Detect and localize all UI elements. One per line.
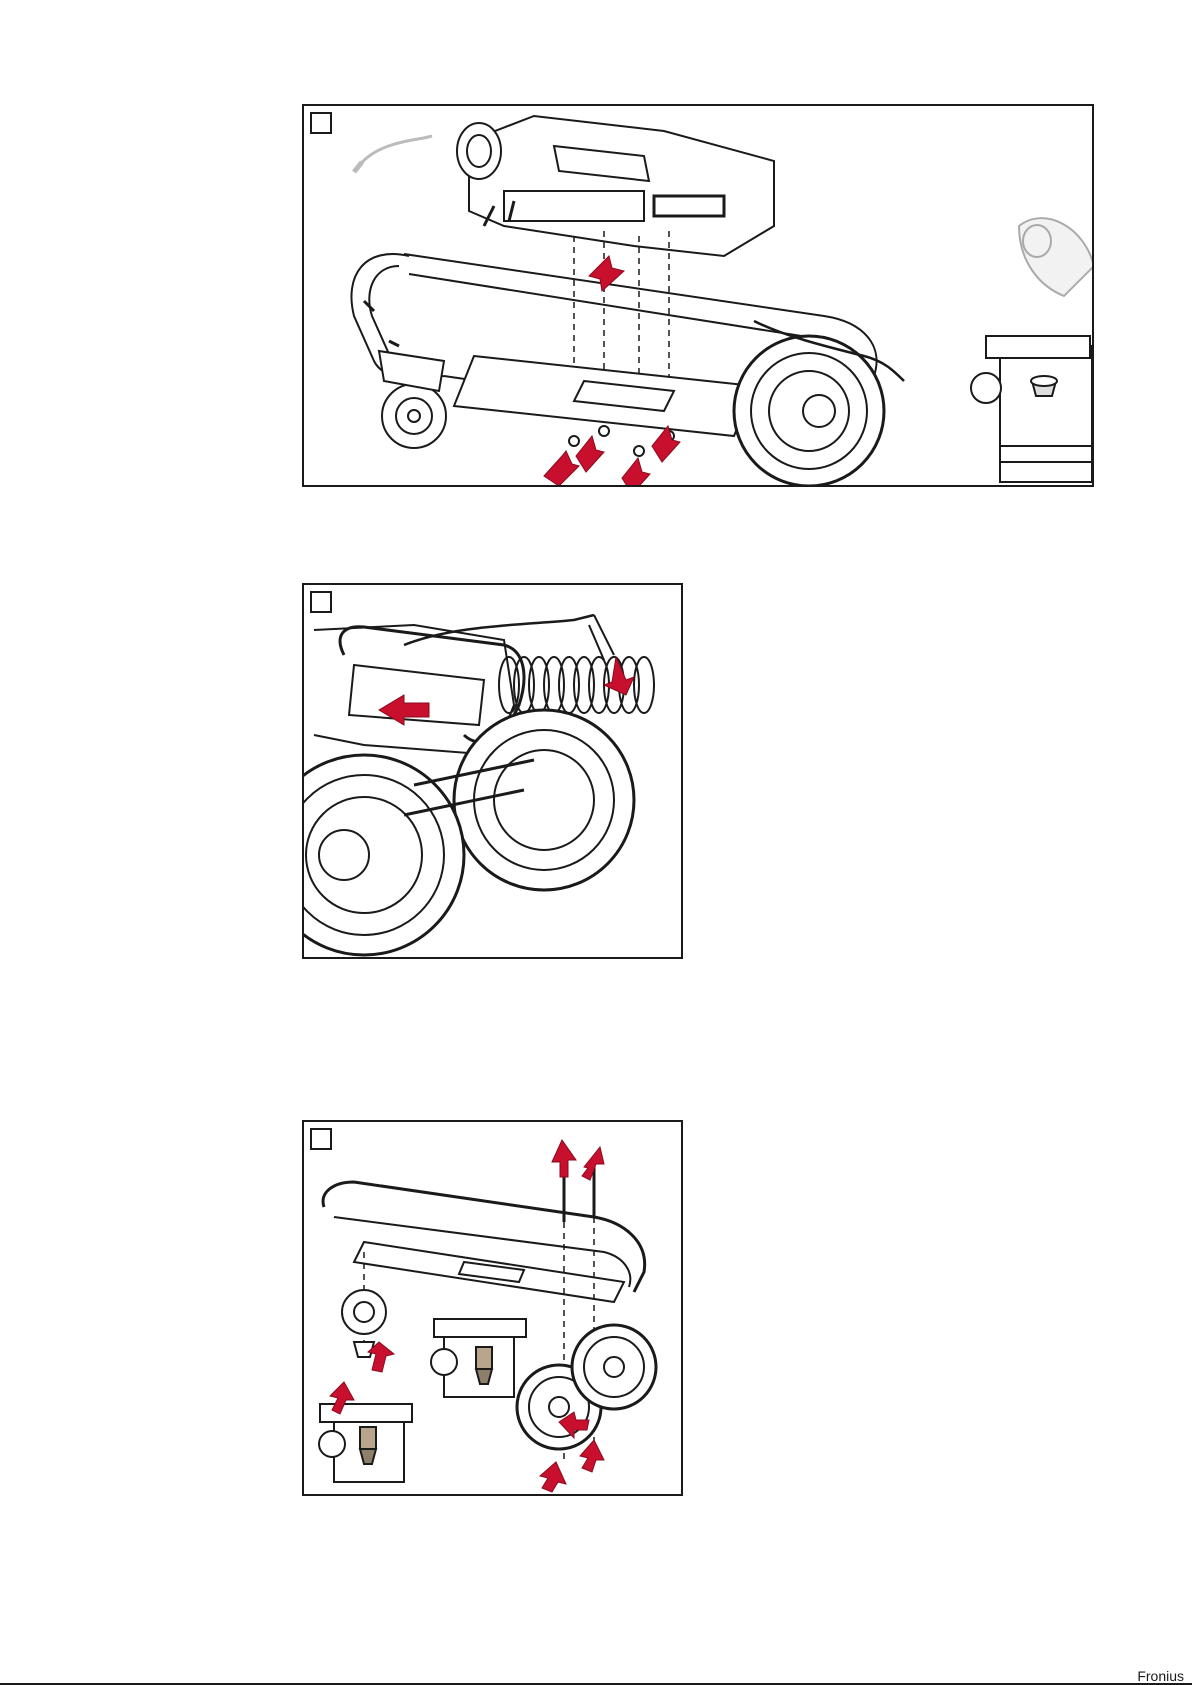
fig3-illustration	[304, 1122, 683, 1496]
fig1-illustration	[304, 106, 1094, 487]
footer-brand: Fronius	[1137, 1668, 1184, 1684]
figure-1-mount-wirefeeder	[302, 104, 1094, 487]
figure-2-connect-hosepack	[302, 583, 683, 959]
figure-3-wheel-assembly	[302, 1120, 683, 1496]
fig2-illustration	[304, 585, 683, 959]
step-box-1	[310, 112, 332, 134]
step-box-3	[310, 1128, 332, 1150]
step-box-2	[310, 591, 332, 613]
